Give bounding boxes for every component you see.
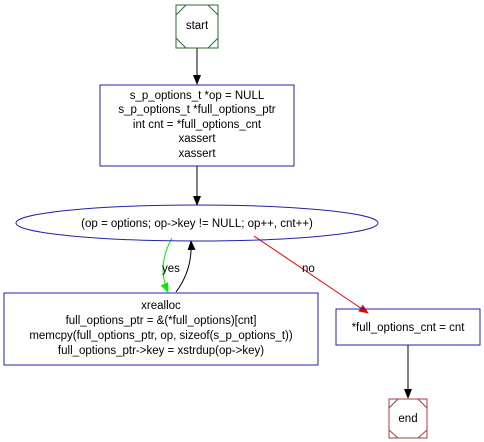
body-line-3: memcpy(full_options_ptr, op, sizeof(s_p_… bbox=[29, 330, 293, 342]
init-line-1: s_p_options_t *op = NULL bbox=[130, 90, 265, 102]
start-node: start bbox=[175, 4, 219, 49]
loop-label: (op = options; op->key != NULL; op++, cn… bbox=[81, 218, 313, 230]
body-line-1: xrealloc bbox=[141, 300, 181, 312]
end-label: end bbox=[398, 413, 417, 425]
body-line-4: full_options_ptr->key = xstrdup(op->key) bbox=[58, 345, 264, 357]
init-block-node: s_p_options_t *op = NULL s_p_options_t *… bbox=[99, 84, 295, 167]
init-line-2: s_p_options_t *full_options_ptr bbox=[118, 104, 275, 116]
start-label: start bbox=[186, 20, 209, 32]
init-line-3: int cnt = *full_options_cnt bbox=[133, 119, 262, 131]
assign-cnt-node: *full_options_cnt = cnt bbox=[335, 308, 481, 346]
loop-node: (op = options; op->key != NULL; op++, cn… bbox=[15, 204, 379, 242]
edge-loop-yes-to-body bbox=[160, 237, 173, 293]
edge-loop-no-to-assign bbox=[253, 235, 369, 314]
loop-body-node: xrealloc full_options_ptr = &(*full_opti… bbox=[3, 292, 319, 366]
end-node: end bbox=[388, 398, 428, 439]
edge-body-back-to-loop bbox=[175, 240, 196, 293]
edge-label-yes: yes bbox=[162, 263, 180, 275]
edge-label-no: no bbox=[302, 263, 315, 275]
assign-cnt-label: *full_options_cnt = cnt bbox=[352, 322, 466, 334]
body-line-2: full_options_ptr = &(*full_options)[cnt] bbox=[66, 315, 257, 327]
init-line-4: xassert bbox=[178, 133, 216, 145]
init-line-5: xassert bbox=[178, 148, 216, 160]
